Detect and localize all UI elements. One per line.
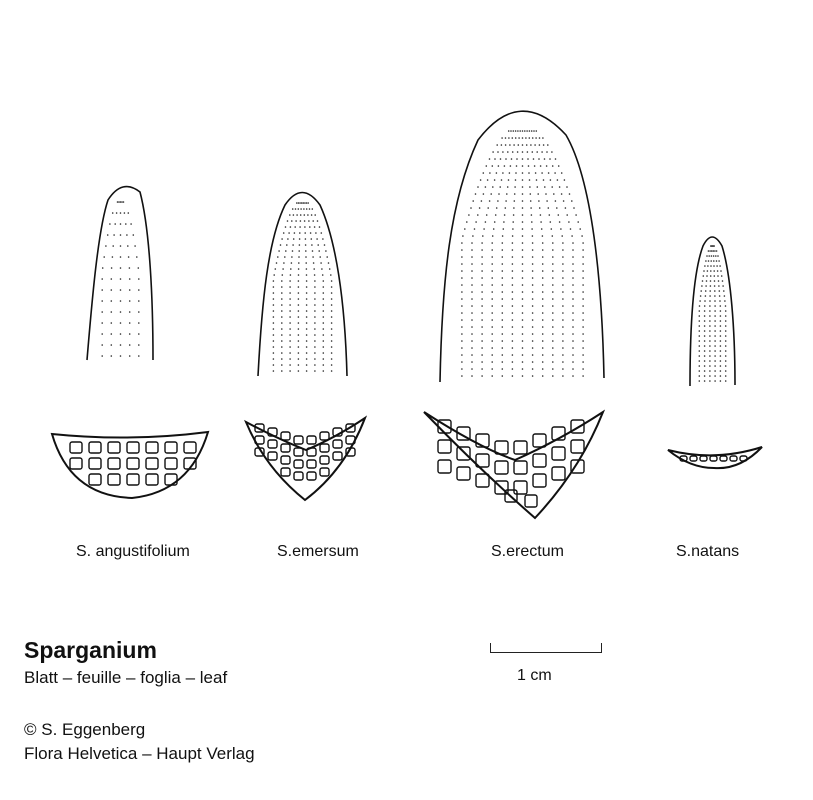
leaf-tip-angustifolium bbox=[86, 185, 154, 361]
cell bbox=[88, 473, 102, 486]
cross-section-natans bbox=[667, 446, 763, 470]
cell bbox=[437, 419, 452, 434]
cell bbox=[267, 427, 278, 437]
cell bbox=[164, 473, 178, 486]
publisher: Flora Helvetica – Haupt Verlag bbox=[24, 744, 255, 763]
cell bbox=[319, 443, 330, 453]
cell bbox=[319, 431, 330, 441]
cell bbox=[437, 459, 452, 474]
species-label: S.erectum bbox=[491, 543, 564, 560]
cell bbox=[319, 455, 330, 465]
species-label: S.natans bbox=[676, 543, 740, 560]
cell bbox=[69, 441, 83, 454]
cell bbox=[332, 439, 343, 449]
cross-section-angustifolium bbox=[50, 430, 210, 500]
cell bbox=[739, 455, 748, 462]
cell bbox=[513, 460, 528, 475]
copyright: © S. Eggenberg bbox=[24, 720, 146, 739]
cell bbox=[280, 467, 291, 477]
cell bbox=[164, 441, 178, 454]
leaf-tip-natans bbox=[689, 236, 736, 387]
scale-bar bbox=[490, 643, 602, 653]
cell bbox=[183, 441, 197, 454]
cell bbox=[456, 446, 471, 461]
cell bbox=[293, 447, 304, 457]
cell bbox=[494, 440, 509, 455]
cell bbox=[267, 439, 278, 449]
cell bbox=[164, 457, 178, 470]
cell bbox=[280, 455, 291, 465]
cell bbox=[293, 435, 304, 445]
cell bbox=[280, 443, 291, 453]
cell bbox=[306, 435, 317, 445]
subtitle: Blatt – feuille – foglia – leaf bbox=[24, 668, 228, 687]
cell bbox=[254, 435, 265, 445]
cell bbox=[332, 451, 343, 461]
cell bbox=[679, 455, 688, 462]
cell bbox=[107, 457, 121, 470]
leaf-tip-erectum bbox=[439, 110, 605, 383]
cell bbox=[107, 473, 121, 486]
cell bbox=[145, 473, 159, 486]
cell bbox=[345, 423, 356, 433]
cell bbox=[719, 455, 728, 462]
species-label: S.emersum bbox=[277, 543, 359, 560]
cell bbox=[306, 447, 317, 457]
cell bbox=[126, 441, 140, 454]
cell bbox=[254, 447, 265, 457]
cell bbox=[494, 480, 509, 495]
cell bbox=[551, 446, 566, 461]
cell bbox=[475, 433, 490, 448]
cell bbox=[689, 455, 698, 462]
cell bbox=[126, 457, 140, 470]
scale-bar-label: 1 cm bbox=[517, 667, 552, 684]
cell bbox=[107, 441, 121, 454]
cell bbox=[513, 480, 528, 495]
cell bbox=[293, 471, 304, 481]
cell bbox=[254, 423, 265, 433]
cell bbox=[319, 467, 330, 477]
cell bbox=[345, 447, 356, 457]
cell bbox=[437, 439, 452, 454]
cell bbox=[456, 426, 471, 441]
cell bbox=[475, 453, 490, 468]
cell bbox=[126, 473, 140, 486]
cell bbox=[532, 433, 547, 448]
cell bbox=[145, 441, 159, 454]
cell bbox=[513, 440, 528, 455]
genus-title: Sparganium bbox=[24, 637, 157, 663]
species-label: S. angustifolium bbox=[76, 543, 190, 560]
cell bbox=[551, 426, 566, 441]
cell bbox=[88, 457, 102, 470]
cell bbox=[306, 471, 317, 481]
cell bbox=[293, 459, 304, 469]
cell bbox=[145, 457, 159, 470]
cell bbox=[183, 457, 197, 470]
cell bbox=[709, 455, 718, 462]
cell bbox=[570, 459, 585, 474]
cell bbox=[475, 473, 490, 488]
cell bbox=[494, 460, 509, 475]
cell bbox=[306, 459, 317, 469]
cell bbox=[570, 439, 585, 454]
cell bbox=[88, 441, 102, 454]
cell bbox=[551, 466, 566, 481]
cell bbox=[729, 455, 738, 462]
cell bbox=[699, 455, 708, 462]
cell bbox=[280, 431, 291, 441]
cross-section-emersum bbox=[244, 415, 368, 502]
cell bbox=[267, 451, 278, 461]
cell bbox=[345, 435, 356, 445]
cell bbox=[570, 419, 585, 434]
cell bbox=[524, 494, 538, 508]
cell bbox=[532, 453, 547, 468]
leaf-tip-emersum bbox=[257, 191, 348, 377]
cell bbox=[332, 427, 343, 437]
cell bbox=[69, 457, 83, 470]
cell bbox=[456, 466, 471, 481]
cell bbox=[532, 473, 547, 488]
cell bbox=[504, 489, 518, 503]
